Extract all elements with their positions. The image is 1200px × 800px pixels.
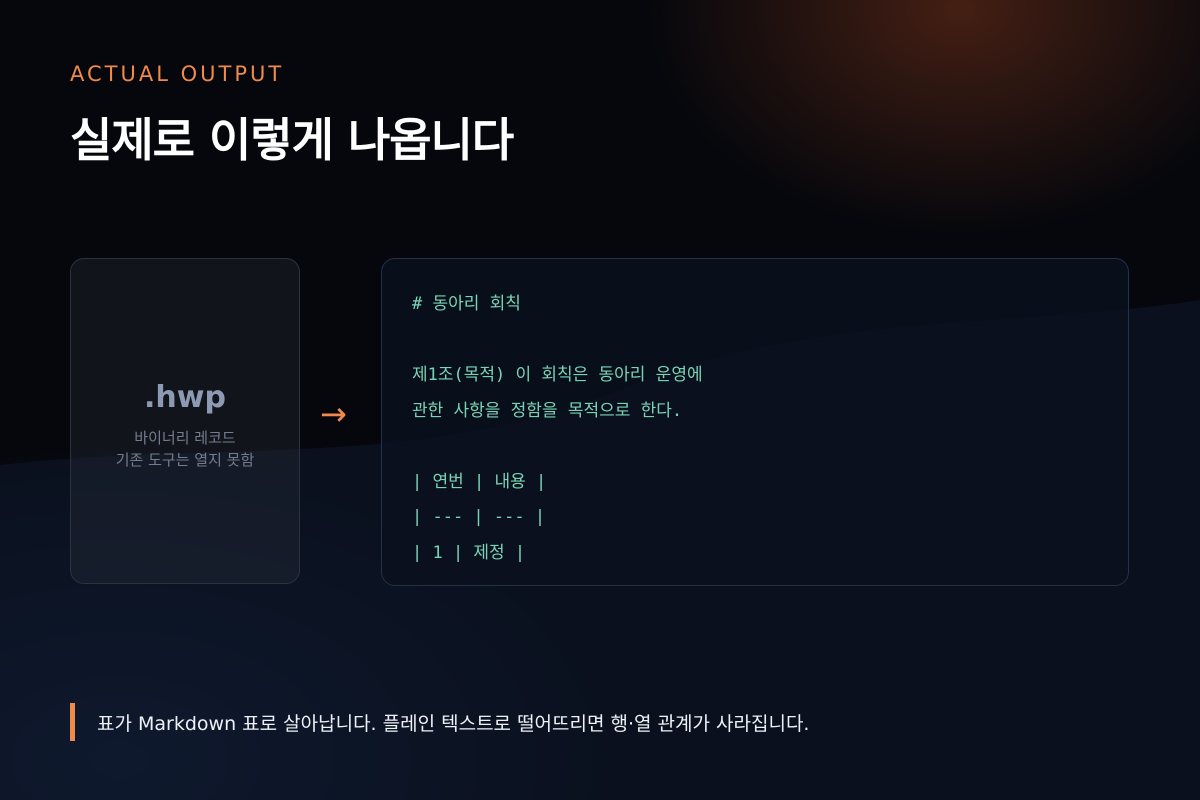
footer-note: 표가 Markdown 표로 살아납니다. 플레인 텍스트로 떨어뜨리면 행·열… (70, 703, 809, 741)
code-line: 관한 사항을 정함을 목적으로 한다. (412, 400, 683, 421)
source-file-card: .hwp 바이너리 레코드 기존 도구는 열지 못함 (70, 258, 300, 584)
page-title: 실제로 이렇게 나옵니다 (70, 113, 514, 167)
code-line: | 1 | 제정 | (412, 542, 526, 563)
accent-bar (70, 703, 75, 741)
file-description-line: 바이너리 레코드 (134, 428, 236, 447)
code-line (412, 323, 1128, 359)
markdown-output-card: # 동아리 회칙 제1조(목적) 이 회칙은 동아리 운영에 관한 사항을 정함… (381, 258, 1129, 586)
eyebrow-label: ACTUAL OUTPUT (70, 62, 285, 86)
footer-note-text: 표가 Markdown 표로 살아납니다. 플레인 텍스트로 떨어뜨리면 행·열… (97, 712, 810, 735)
code-line: # 동아리 회칙 (412, 294, 521, 314)
code-line: | 연번 | 내용 | (412, 471, 547, 492)
file-description: 바이너리 레코드 기존 도구는 열지 못함 (116, 427, 255, 471)
code-line: | --- | --- | (412, 507, 546, 527)
file-description-line: 기존 도구는 열지 못함 (115, 450, 255, 469)
file-extension: .hwp (144, 379, 226, 415)
code-line: 제1조(목적) 이 회칙은 동아리 운영에 (412, 365, 703, 385)
code-line (412, 429, 1128, 465)
right-arrow-icon: → (320, 395, 347, 433)
